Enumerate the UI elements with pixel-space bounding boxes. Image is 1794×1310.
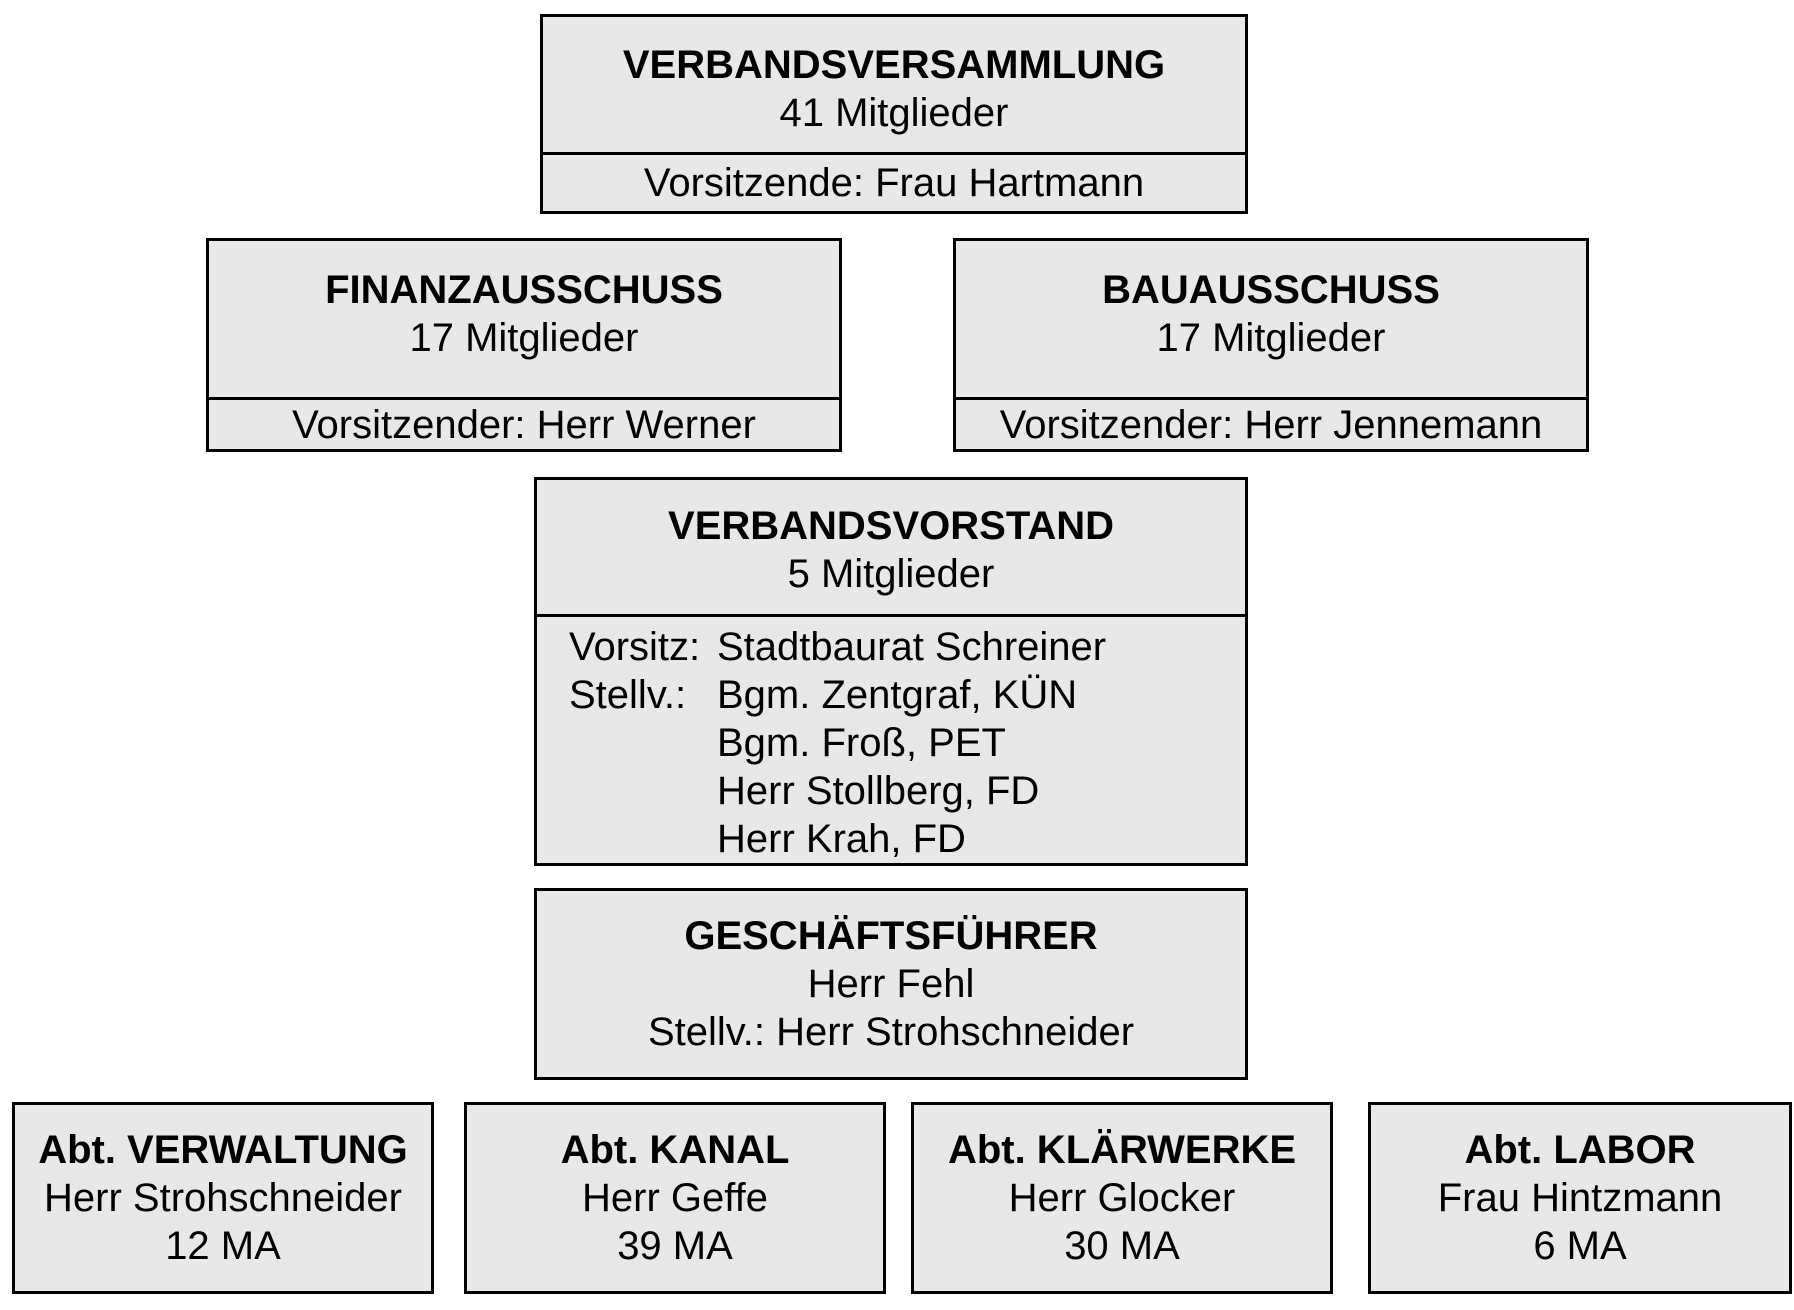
department-title: Abt. KLÄRWERKE [947,1128,1297,1172]
department-title: Abt. VERWALTUNG [38,1128,408,1172]
verbandsvorstand-member-list: Vorsitz: Stadtbaurat Schreiner Stellv.: … [537,614,1245,863]
department-content: Abt. KLÄRWERKE Herr Glocker 30 MA [914,1105,1330,1291]
member-name: Herr Stollberg, FD [717,769,1040,813]
bauausschuss-box: BAUAUSSCHUSS 17 Mitglieder Vorsitzender:… [953,238,1589,452]
member-role [569,767,717,815]
verbandsversammlung-footer: Vorsitzende: Frau Hartmann [543,152,1245,211]
member-name: Herr Krah, FD [717,817,966,861]
department-verwaltung-box: Abt. VERWALTUNG Herr Strohschneider 12 M… [12,1102,434,1294]
member-row: Stellv.: Bgm. Zentgraf, KÜN [569,671,1245,719]
department-staff: 39 MA [617,1224,733,1268]
department-head: Herr Geffe [582,1176,768,1220]
department-kanal-box: Abt. KANAL Herr Geffe 39 MA [464,1102,886,1294]
verbandsversammlung-title: VERBANDSVERSAMMLUNG [622,42,1166,87]
bauausschuss-footer: Vorsitzender: Herr Jennemann [956,397,1586,449]
geschaeftsfuehrer-title: GESCHÄFTSFÜHRER [684,914,1098,958]
verbandsversammlung-members: 41 Mitglieder [779,90,1009,135]
department-title: Abt. KANAL [560,1128,790,1172]
department-title: Abt. LABOR [1464,1128,1696,1172]
finanzausschuss-title: FINANZAUSSCHUSS [325,268,723,312]
department-staff: 30 MA [1064,1224,1180,1268]
verbandsversammlung-chair: Vorsitzende: Frau Hartmann [643,161,1145,205]
verbandsvorstand-members: 5 Mitglieder [787,552,995,596]
department-content: Abt. VERWALTUNG Herr Strohschneider 12 M… [15,1105,431,1291]
department-staff: 12 MA [165,1224,281,1268]
department-content: Abt. KANAL Herr Geffe 39 MA [467,1105,883,1291]
finanzausschuss-header: FINANZAUSSCHUSS 17 Mitglieder [209,241,839,397]
department-labor-box: Abt. LABOR Frau Hintzmann 6 MA [1368,1102,1792,1294]
geschaeftsfuehrer-deputy: Stellv.: Herr Strohschneider [647,1010,1135,1054]
finanzausschuss-members: 17 Mitglieder [409,316,639,360]
member-name: Bgm. Zentgraf, KÜN [717,673,1078,717]
geschaeftsfuehrer-name: Herr Fehl [807,962,975,1006]
department-head: Frau Hintzmann [1437,1176,1723,1220]
geschaeftsfuehrer-box: GESCHÄFTSFÜHRER Herr Fehl Stellv.: Herr … [534,888,1248,1080]
member-role: Vorsitz: [569,625,701,669]
member-row: Herr Krah, FD [569,815,1245,863]
bauausschuss-members: 17 Mitglieder [1156,316,1386,360]
member-row: Vorsitz: Stadtbaurat Schreiner [569,623,1245,671]
bauausschuss-title: BAUAUSSCHUSS [1102,268,1440,312]
bauausschuss-chair: Vorsitzender: Herr Jennemann [999,402,1543,447]
member-name: Stadtbaurat Schreiner [717,625,1107,669]
verbandsvorstand-header: VERBANDSVORSTAND 5 Mitglieder [537,480,1245,614]
member-role [569,719,717,767]
member-role [569,815,717,863]
finanzausschuss-chair: Vorsitzender: Herr Werner [292,402,756,447]
department-staff: 6 MA [1533,1224,1627,1268]
verbandsvorstand-title: VERBANDSVORSTAND [668,504,1114,548]
department-head: Herr Strohschneider [44,1176,402,1220]
department-head: Herr Glocker [1008,1176,1236,1220]
geschaeftsfuehrer-content: GESCHÄFTSFÜHRER Herr Fehl Stellv.: Herr … [537,891,1245,1077]
member-row: Bgm. Froß, PET [569,719,1245,767]
finanzausschuss-box: FINANZAUSSCHUSS 17 Mitglieder Vorsitzend… [206,238,842,452]
department-content: Abt. LABOR Frau Hintzmann 6 MA [1371,1105,1789,1291]
bauausschuss-header: BAUAUSSCHUSS 17 Mitglieder [956,241,1586,397]
finanzausschuss-footer: Vorsitzender: Herr Werner [209,397,839,449]
verbandsversammlung-box: VERBANDSVERSAMMLUNG 41 Mitglieder Vorsit… [540,14,1248,214]
department-klaerwerke-box: Abt. KLÄRWERKE Herr Glocker 30 MA [911,1102,1333,1294]
member-name: Bgm. Froß, PET [717,721,1006,765]
verbandsvorstand-box: VERBANDSVORSTAND 5 Mitglieder Vorsitz: S… [534,477,1248,866]
member-role: Stellv.: [569,673,687,717]
verbandsversammlung-header: VERBANDSVERSAMMLUNG 41 Mitglieder [543,17,1245,152]
member-row: Herr Stollberg, FD [569,767,1245,815]
